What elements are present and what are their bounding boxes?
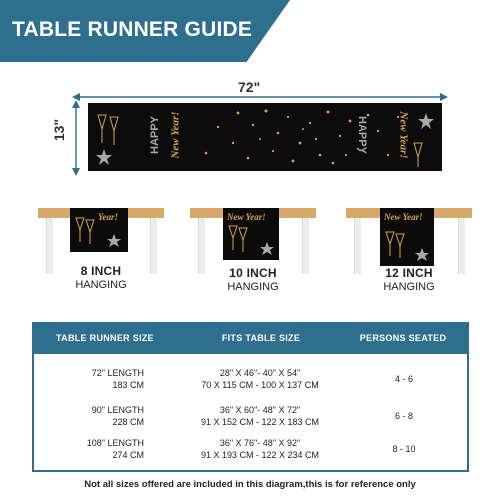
table-leg (150, 218, 157, 274)
runner-length-in: 108" LENGTH (86, 438, 144, 448)
fits-size-cm: 91 X 152 CM - 122 X 183 CM (200, 417, 320, 427)
fits-size-cm: 70 X 115 CM - 100 X 137 CM (201, 380, 319, 390)
fits-size-in: 36" X 76"- 48" X 92" (219, 438, 301, 448)
hanging-label: HANGING (75, 279, 127, 291)
width-dimension-arrow (72, 93, 448, 101)
hanging-label: HANGING (227, 281, 279, 293)
persons-seated: 8 - 10 (392, 444, 416, 454)
fits-size-cm: 91 X 193 CM - 122 X 234 CM (200, 450, 320, 460)
hanging-example-12: New Year! 12 INCH HANGING (346, 208, 472, 298)
hanging-script-text: New Year! (227, 212, 266, 222)
runner-pattern (96, 109, 434, 167)
table-leg (198, 218, 205, 274)
size-table-header: TABLE RUNNER SIZE FITS TABLE SIZE PERSON… (34, 324, 467, 354)
table-leg (46, 218, 53, 274)
runner-width-label: 72" (238, 79, 261, 95)
hanging-example-8: Year! 8 INCH HANGING (38, 208, 164, 298)
hanging-size-label: 12 INCH (385, 266, 433, 280)
runner-hanging-drop: New Year! (380, 208, 434, 266)
footnote: Not all sizes offered are included in th… (84, 479, 416, 490)
hanging-label: HANGING (383, 281, 435, 293)
runner-hanging-drop: Year! (70, 208, 128, 252)
col-header-fits-table: FITS TABLE SIZE (221, 333, 301, 343)
persons-seated: 4 - 6 (394, 374, 413, 384)
hanging-example-10: New Year! 10 INCH HANGING (190, 208, 316, 298)
table-runner-image: HAPPY New Year! HAPPY New Year! (88, 103, 442, 171)
height-dimension-arrow (72, 100, 80, 176)
table-leg (302, 218, 309, 274)
col-header-runner-size: TABLE RUNNER SIZE (56, 333, 154, 343)
runner-length-in: 72" LENGTH (91, 368, 144, 378)
runner-left-happy-text: HAPPY (148, 116, 161, 154)
runner-length-in: 90" LENGTH (91, 405, 144, 415)
runner-right-newyear-text: New Year! (397, 111, 410, 159)
runner-right-happy-text: HAPPY (355, 116, 368, 154)
fits-size-in: 28" X 46"- 40" X 54" (219, 368, 301, 378)
runner-height-label: 13" (51, 118, 68, 142)
hanging-script-text: New Year! (384, 212, 423, 222)
runner-hanging-drop: New Year! (223, 208, 279, 260)
page-title: TABLE RUNNER GUIDE (12, 18, 253, 41)
runner-length-cm: 183 CM (112, 380, 144, 390)
table-leg (458, 218, 465, 274)
hanging-size-label: 10 INCH (229, 266, 277, 280)
fits-size-in: 36" X 60"- 48" X 72" (219, 405, 301, 415)
persons-seated: 6 - 8 (394, 411, 413, 421)
runner-length-cm: 228 CM (112, 417, 144, 427)
table-leg (354, 218, 361, 274)
hanging-size-label: 8 INCH (80, 264, 122, 278)
header-banner (0, 0, 290, 62)
runner-length-cm: 274 CM (112, 450, 144, 460)
col-header-persons: PERSONS SEATED (359, 333, 447, 343)
hanging-script-text: Year! (98, 212, 118, 222)
runner-left-newyear-text: New Year! (169, 111, 182, 159)
size-table: TABLE RUNNER SIZE FITS TABLE SIZE PERSON… (32, 322, 469, 472)
